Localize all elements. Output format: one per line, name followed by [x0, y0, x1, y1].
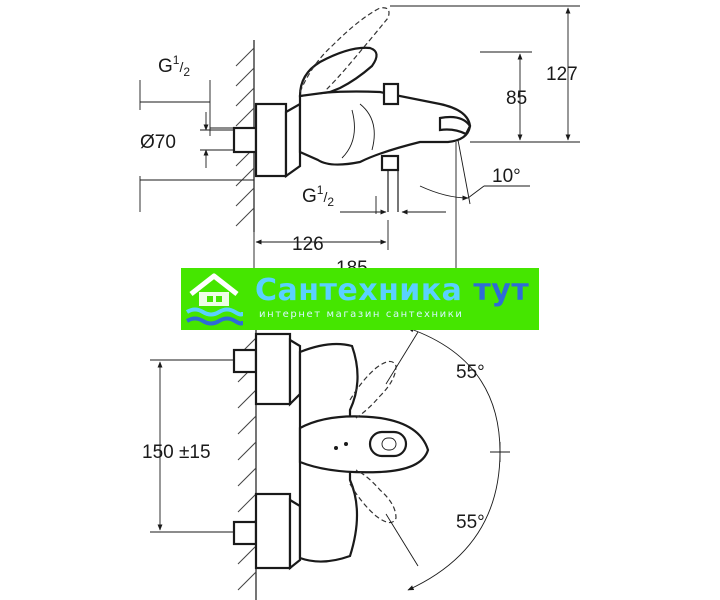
watermark-subtitle: интернет магазин сантехники — [259, 309, 464, 320]
length-126-label: 126 — [292, 234, 324, 255]
thread-bottom-label: G1/2 — [302, 183, 334, 209]
watermark-banner: Сантехника тут интернет магазин сантехни… — [181, 268, 539, 330]
front-view: 55° 55° 150 ±15 — [142, 327, 510, 600]
side-view: G1/2 Ø70 G1/2 126 185 10° — [139, 5, 580, 292]
height-85-label: 85 — [506, 88, 527, 109]
angle-10-label: 10° — [492, 166, 521, 187]
angle-55-top-label: 55° — [456, 362, 485, 383]
angle-55-bottom-label: 55° — [456, 512, 485, 533]
thread-top-label: G1/2 — [158, 53, 190, 79]
diameter-label: Ø70 — [140, 132, 176, 153]
spacing-label: 150 ±15 — [142, 442, 211, 463]
house-waves-icon — [185, 273, 243, 326]
height-127-label: 127 — [546, 64, 578, 85]
watermark-title: Сантехника тут — [255, 273, 530, 308]
